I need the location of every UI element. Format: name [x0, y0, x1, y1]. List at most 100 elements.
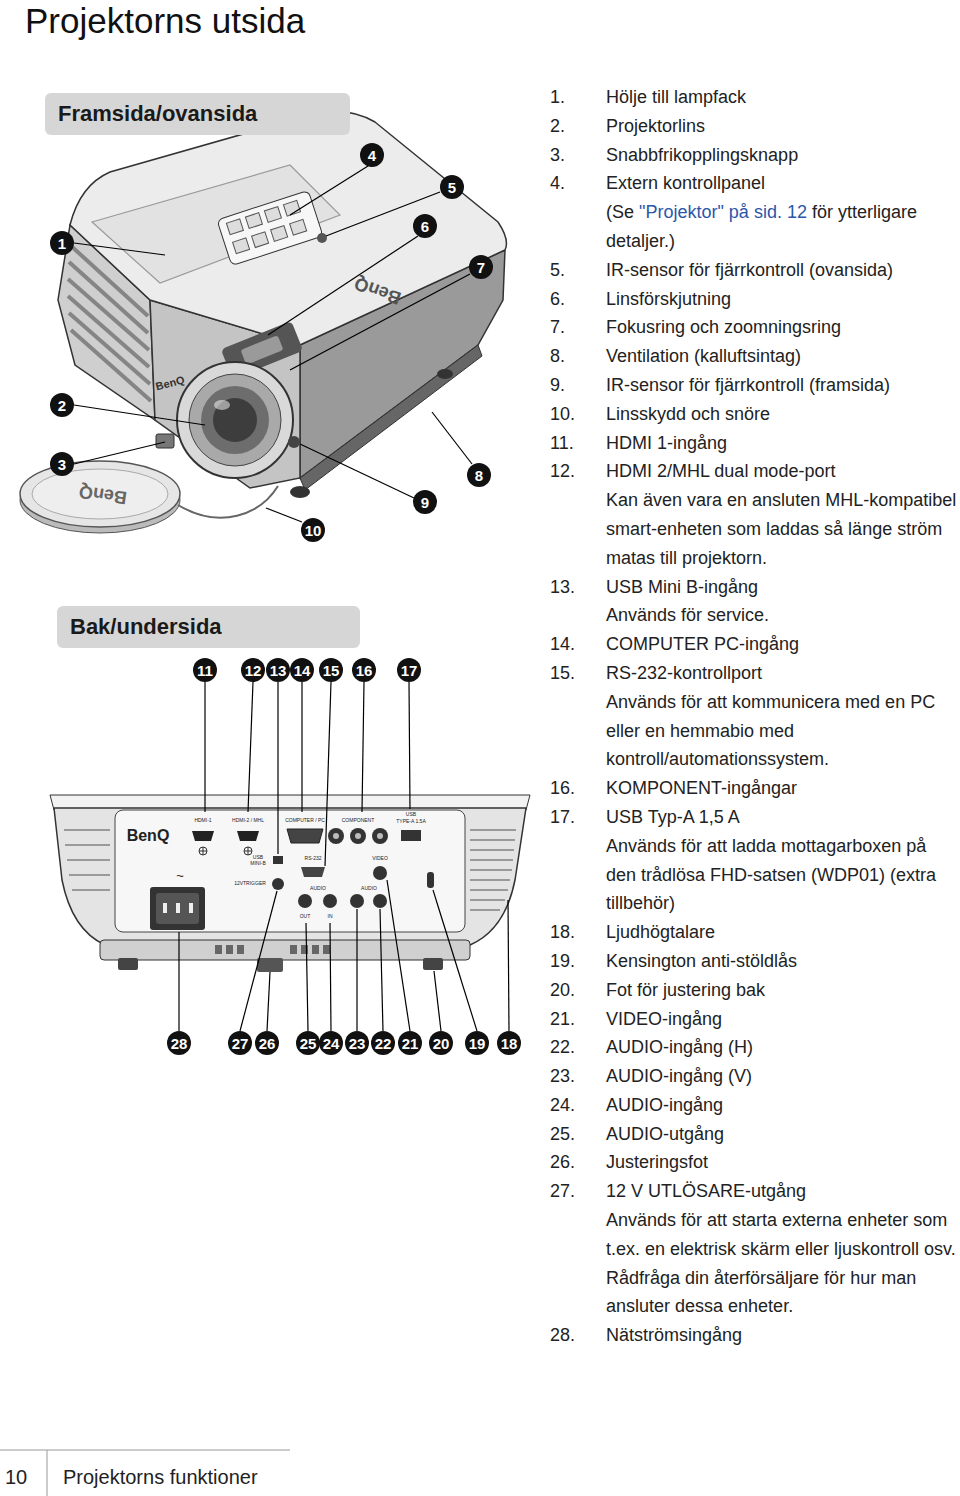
list-body: Linsförskjutning	[606, 285, 958, 314]
list-body: AUDIO-ingång (H)	[606, 1033, 958, 1062]
list-paragraph: Används för att starta externa enheter s…	[606, 1206, 958, 1321]
callout-number: 20	[429, 1031, 453, 1055]
lamp-cover	[92, 165, 340, 283]
vent-line	[65, 844, 110, 846]
list-body: IR-sensor för fjärrkontroll (ovansida)	[606, 256, 958, 285]
rca-jack	[328, 828, 344, 844]
callout-disc	[266, 658, 290, 682]
list-paragraph: Används för service.	[606, 601, 958, 630]
leader-line	[301, 682, 302, 812]
list-body: USB Mini B-ingångAnvänds för service.	[606, 573, 958, 631]
list-item: 4.Extern kontrollpanel (Se"Projektor" på …	[550, 169, 958, 255]
foot	[437, 369, 453, 379]
list-paragraph: AUDIO-ingång (V)	[606, 1062, 958, 1091]
list-body: Kensington anti-stöldlås	[606, 947, 958, 976]
callout-disc	[228, 1031, 252, 1055]
callout-disc	[469, 255, 493, 279]
list-paragraph: (Se"Projektor" på sid. 12för ytterligare…	[606, 198, 958, 256]
callout-disc	[167, 1031, 191, 1055]
list-text: AUDIO-ingång (V)	[606, 1066, 752, 1086]
list-number: 22.	[550, 1033, 606, 1062]
leader-line	[248, 682, 253, 812]
screw	[244, 847, 252, 855]
list-paragraph: Kan även vara en ansluten MHL-kompatibel…	[606, 486, 958, 572]
port-label: OUT	[300, 914, 311, 920]
list-text: Kan även vara en ansluten MHL-kompatibel…	[606, 490, 956, 568]
list-text: USB Typ-A 1,5 A	[606, 807, 740, 827]
leader-line	[74, 442, 165, 464]
list-number: 14.	[550, 630, 606, 659]
list-body: HDMI 2/MHL dual mode-portKan även vara e…	[606, 457, 958, 572]
callout-number: 25	[296, 1031, 320, 1055]
key	[226, 219, 243, 235]
callout-number: 10	[301, 518, 325, 542]
lens-glass	[201, 386, 269, 454]
callout-number: 3	[50, 452, 74, 476]
callout-number: 11	[193, 658, 217, 682]
list-number: 1.	[550, 83, 606, 112]
list-number: 4.	[550, 169, 606, 255]
callout-text: 26	[259, 1036, 276, 1051]
control-panel	[217, 190, 323, 265]
callout-text: 21	[402, 1036, 419, 1051]
grille-line	[470, 869, 512, 871]
port-label: IN	[328, 914, 333, 920]
list-number: 8.	[550, 342, 606, 371]
list-number: 10.	[550, 400, 606, 429]
list-body: RS-232-kontrollportAnvänds för att kommu…	[606, 659, 958, 774]
list-text: Extern kontrollpanel	[606, 173, 765, 193]
section-band: Bak/undersida	[57, 606, 360, 648]
list-text: HDMI 2/MHL dual mode-port	[606, 461, 835, 481]
trigger-jack	[272, 878, 284, 890]
rca-jack	[377, 833, 383, 839]
list-paragraph: Ljudhögtalare	[606, 918, 958, 947]
list-body: KOMPONENT-ingångar	[606, 774, 958, 803]
callout-number: 13	[266, 658, 290, 682]
port-label: RS-232	[305, 856, 322, 862]
callout-number: 18	[497, 1031, 521, 1055]
cap-string	[178, 486, 278, 518]
callout-text: 20	[433, 1036, 450, 1051]
list-paragraph: Nätströmsingång	[606, 1321, 958, 1350]
audio-jack	[298, 894, 312, 908]
callout-number: 21	[398, 1031, 422, 1055]
list-body: VIDEO-ingång	[606, 1005, 958, 1034]
callout-disc	[467, 463, 491, 487]
list-body: IR-sensor för fjärrkontroll (framsida)	[606, 371, 958, 400]
callout-number: 12	[241, 658, 265, 682]
leader-line	[380, 909, 383, 1031]
list-item: 11.HDMI 1-ingång	[550, 429, 958, 458]
list-item: 27.12 V UTLÖSARE-utgångAnvänds för att s…	[550, 1177, 958, 1321]
list-body: AUDIO-utgång	[606, 1120, 958, 1149]
list-paragraph: AUDIO-ingång (H)	[606, 1033, 958, 1062]
list-paragraph: COMPUTER PC-ingång	[606, 630, 958, 659]
list-paragraph: 12 V UTLÖSARE-utgång	[606, 1177, 958, 1206]
io-panel	[115, 810, 465, 932]
list-number: 3.	[550, 141, 606, 170]
callout-text: 25	[300, 1036, 317, 1051]
callout-disc	[319, 658, 343, 682]
screw	[199, 847, 207, 855]
list-body: Extern kontrollpanel (Se"Projektor" på si…	[606, 169, 958, 255]
callout-text: 1	[58, 236, 66, 251]
list-text: Hölje till lampfack	[606, 87, 746, 107]
list-body: Fot för justering bak	[606, 976, 958, 1005]
list-text: Snabbfrikopplingsknapp	[606, 145, 798, 165]
port-label: TYPE-A 1.5A	[396, 819, 425, 825]
callout-text: 8	[475, 468, 483, 483]
list-body: Nätströmsingång	[606, 1321, 958, 1350]
leader-line	[326, 192, 440, 236]
lens-cap-face	[32, 469, 168, 519]
list-paragraph: KOMPONENT-ingångar	[606, 774, 958, 803]
key	[264, 207, 281, 223]
callout-text: 19	[469, 1036, 486, 1051]
callout-disc	[241, 658, 265, 682]
callout-disc	[50, 231, 74, 255]
list-paragraph: Linsförskjutning	[606, 285, 958, 314]
leader-line	[240, 891, 277, 1031]
list-number: 18.	[550, 918, 606, 947]
list-number: 13.	[550, 573, 606, 631]
list-item: 24.AUDIO-ingång	[550, 1091, 958, 1120]
port-label: AUDIO	[310, 886, 326, 892]
vent-slot	[68, 296, 149, 367]
